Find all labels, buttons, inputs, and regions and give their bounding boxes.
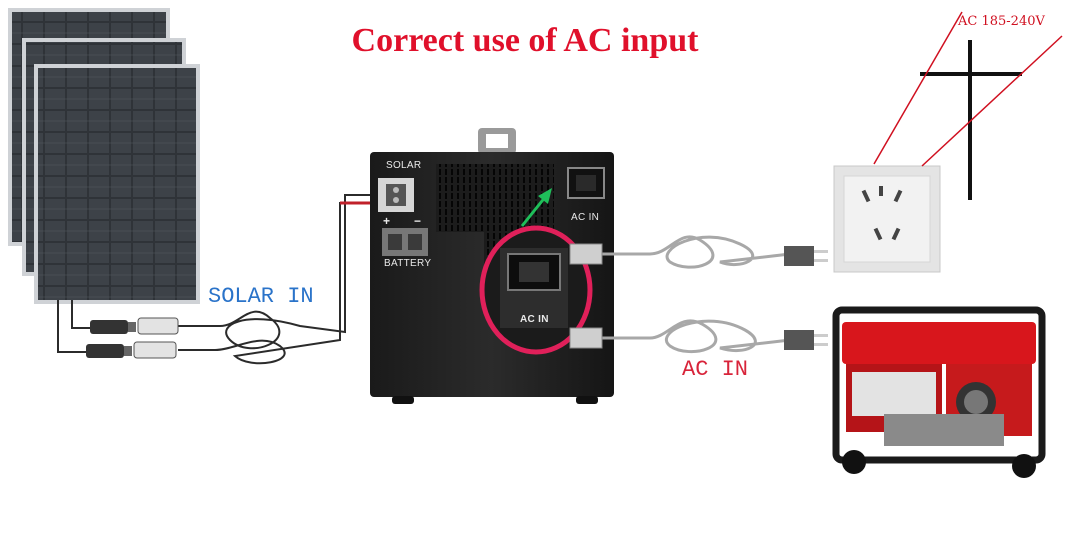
- indicator-arrow: [520, 188, 552, 227]
- mc4-connector-bottom: [86, 341, 177, 359]
- ac-in-zoom: [479, 225, 593, 355]
- ac-cable-grid: [600, 235, 791, 269]
- ac-plug-grid: [569, 243, 828, 266]
- power-line: [873, 11, 1063, 200]
- ac-in-port-label: AC IN: [571, 212, 600, 223]
- page-title: Correct use of AC input: [351, 22, 699, 59]
- solar-in-label: SOLAR IN: [208, 284, 314, 309]
- mc4-connector-top: [90, 317, 179, 335]
- ac-plug-generator: [569, 327, 828, 350]
- solar-panels: [8, 8, 200, 304]
- solar-port-label: SOLAR: [386, 160, 422, 171]
- voltage-label: AC 185-240V: [958, 14, 1045, 29]
- solar-panel-front: [34, 64, 200, 304]
- solar-cables: [57, 194, 372, 365]
- battery-minus-sign: −: [414, 214, 422, 228]
- ac-in-label: AC IN: [682, 357, 749, 382]
- wall-outlet: [833, 165, 941, 273]
- ac-cable-generator: [600, 319, 791, 354]
- ac-in-zoom-label: AC IN: [520, 314, 549, 325]
- battery-port-label: BATTERY: [384, 258, 432, 269]
- battery-plus-sign: +: [383, 214, 391, 228]
- generator: [832, 306, 1046, 478]
